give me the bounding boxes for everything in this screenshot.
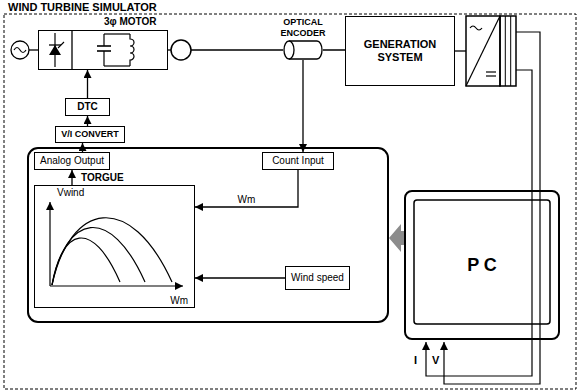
chart-y-axis — [49, 202, 50, 286]
node-label: P C — [467, 255, 497, 276]
axis-label: Wm — [170, 295, 188, 307]
node-label: 3φ MOTOR — [104, 16, 157, 28]
signal-connector — [71, 170, 72, 185]
capacitor-plate — [97, 45, 111, 47]
current-wire — [426, 70, 532, 376]
node-label: Wind speed — [291, 272, 344, 284]
controller-panel — [28, 148, 388, 322]
inductor-symbol — [130, 34, 134, 66]
signal-connector — [302, 60, 303, 152]
node-label: OPTICAL ENCODER — [271, 17, 335, 38]
load-box — [500, 16, 516, 86]
capacitor-lead — [103, 51, 104, 66]
converter-diagonal — [466, 16, 500, 86]
dtc-box: DTC — [65, 98, 110, 116]
edge-label: TORGUE — [80, 172, 125, 184]
generation-system-box: GENERATION SYSTEM — [345, 16, 455, 86]
axis-label: Vwind — [57, 187, 84, 199]
rectifier-divider — [71, 30, 72, 70]
node-label: Analog Output — [40, 155, 104, 167]
diagram-title: WIND TURBINE SIMULATOR — [8, 1, 157, 13]
voltage-wire — [444, 32, 540, 384]
encoder-end — [284, 41, 294, 59]
node-label: V/I CONVERT — [61, 129, 119, 139]
optical-encoder: OPTICAL ENCODER — [283, 40, 323, 60]
dc-rail — [104, 65, 130, 66]
motor-drive-box: 3φ MOTOR — [38, 30, 168, 70]
vi-convert-box: V/I CONVERT — [55, 126, 125, 143]
dc-mark — [486, 71, 496, 72]
simulator-boundary — [4, 14, 576, 389]
node-label: Count Input — [272, 155, 324, 167]
power-curve — [52, 218, 172, 285]
signal-connector — [195, 170, 298, 207]
pc-screen — [414, 200, 550, 324]
signal-connector — [195, 277, 285, 278]
signal-name: V — [432, 354, 439, 367]
thyristor-bar — [49, 44, 61, 45]
analog-output-box: Analog Output — [34, 152, 110, 170]
pc-monitor: P C — [404, 190, 560, 340]
count-input-box: Count Input — [262, 152, 334, 170]
ac-source — [11, 41, 29, 59]
chart-x-axis — [50, 285, 183, 286]
encoder-outline — [283, 40, 323, 60]
node-label: GENERATION SYSTEM — [346, 38, 454, 63]
dc-rail — [104, 33, 130, 34]
load-stripe — [505, 16, 506, 86]
ac-wave — [14, 48, 26, 53]
node-label: DTC — [77, 101, 98, 113]
signal-connector — [82, 143, 83, 152]
supply-wire — [29, 49, 38, 50]
power-curve — [52, 238, 120, 285]
wind-speed-box: Wind speed — [285, 266, 350, 290]
capacitor-lead — [103, 34, 104, 46]
thyristor-gate — [58, 42, 64, 48]
characteristic-chart: VwindWm — [34, 185, 195, 308]
converter-box — [466, 16, 500, 86]
motor-symbol — [171, 40, 191, 60]
dc-mark — [486, 75, 496, 76]
signal-connector — [87, 116, 88, 126]
load-stripe — [510, 16, 511, 86]
motor-shaft — [191, 49, 283, 51]
signal-connector — [87, 70, 88, 98]
power-curve — [52, 228, 145, 285]
ac-mark — [470, 26, 482, 30]
signal-name: I — [414, 354, 417, 367]
signal-connector — [323, 49, 345, 51]
edge-label: Wm — [237, 194, 257, 206]
generator-wire — [455, 50, 466, 51]
